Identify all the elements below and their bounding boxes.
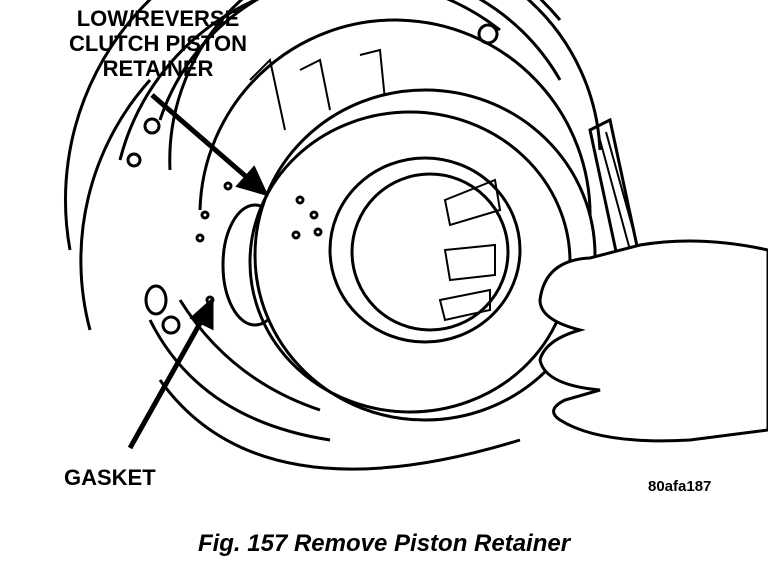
- retainer-label-line1: LOW/REVERSE: [76, 6, 240, 31]
- figure-caption: Fig. 157 Remove Piston Retainer: [197, 530, 571, 557]
- hand: [538, 239, 768, 443]
- retainer-arrow: [150, 93, 269, 197]
- retainer-label: LOW/REVERSE CLUTCH PISTON RETAINER: [28, 6, 288, 81]
- figure-id: 80afa187: [648, 478, 712, 495]
- gasket-arrow: [127, 296, 214, 450]
- gasket-label: GASKET: [64, 465, 156, 490]
- piston-retainer-shape: [248, 88, 597, 422]
- retainer-label-line2: CLUTCH PISTON: [68, 31, 248, 56]
- retainer-label-line3: RETAINER: [102, 56, 214, 81]
